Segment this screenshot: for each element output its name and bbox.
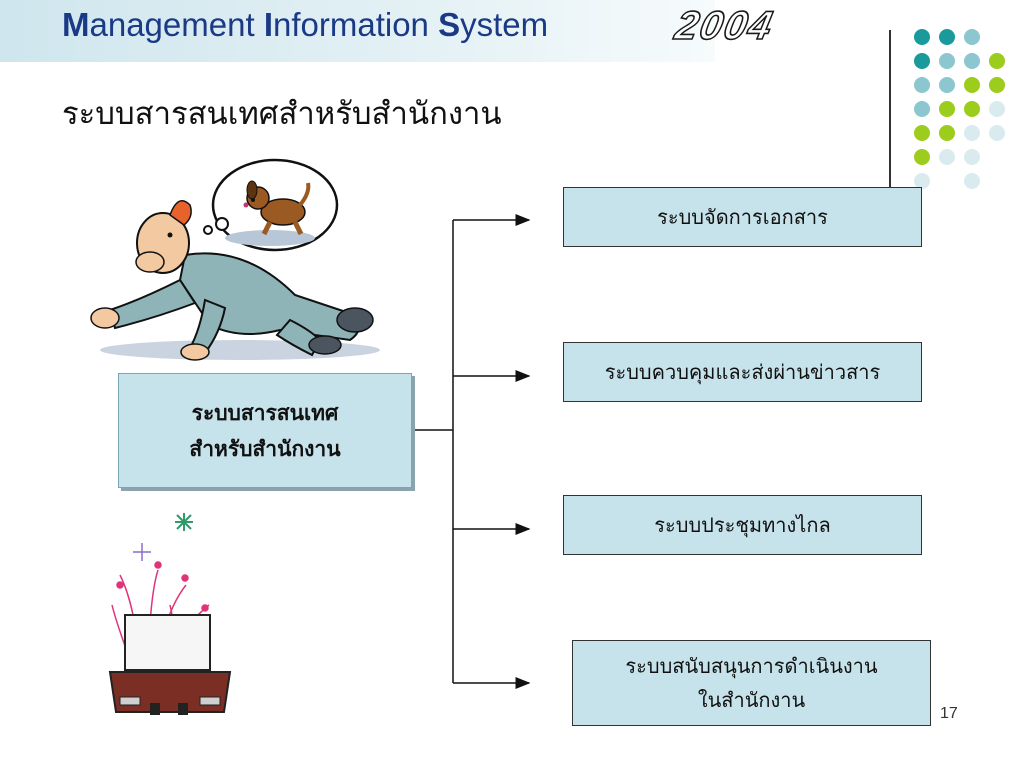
main-node-box: ระบบสารสนเทศ สำหรับสำนักงาน	[118, 373, 412, 488]
dot	[914, 77, 930, 93]
title-initial-m: M	[62, 6, 90, 43]
dot	[914, 53, 930, 69]
decorative-vertical-line	[889, 30, 891, 206]
header-band	[0, 0, 715, 62]
dot	[989, 125, 1005, 141]
dot	[939, 53, 955, 69]
sparkle-icon	[175, 513, 193, 531]
thought-dot-large	[215, 217, 229, 231]
dot	[964, 125, 980, 141]
briefcase-icon	[108, 614, 232, 715]
dot	[989, 53, 1005, 69]
dot	[914, 149, 930, 165]
dot	[989, 101, 1005, 117]
title-part-system: ystem	[460, 6, 549, 43]
thought-bubble-shadow	[225, 230, 315, 246]
thought-dot-small	[203, 225, 213, 235]
dot	[939, 77, 955, 93]
dot	[939, 29, 955, 45]
branch-node-2: ระบบควบคุมและส่งผ่านข่าวสาร	[563, 342, 922, 402]
dot	[939, 149, 955, 165]
page-number: 17	[940, 705, 958, 722]
branch-node-1-label: ระบบจัดการเอกสาร	[657, 205, 828, 229]
main-node-line-2: สำหรับสำนักงาน	[189, 435, 341, 461]
dot	[964, 53, 980, 69]
dot	[939, 125, 955, 141]
title-initial-s: S	[438, 6, 461, 43]
branch-node-2-label: ระบบควบคุมและส่งผ่านข่าวสาร	[604, 360, 881, 384]
sparkle-icon	[133, 543, 151, 561]
dot	[964, 101, 980, 117]
title-part-information: nformation	[272, 6, 439, 43]
dot	[964, 77, 980, 93]
branch-node-3-label: ระบบประชุมทางไกล	[654, 513, 831, 537]
branch-node-1: ระบบจัดการเอกสาร	[563, 187, 922, 247]
dot	[914, 173, 930, 189]
slide-title: ระบบสารสนเทศสำหรับสำนักงาน	[62, 96, 502, 132]
title-part-management: anagement	[89, 6, 264, 43]
man-icon	[90, 200, 380, 361]
main-node-line-1: ระบบสารสนเทศ	[191, 399, 339, 425]
branch-node-4-label-1: ระบบสนับสนุนการดำเนินงาน	[625, 654, 878, 678]
dot	[989, 77, 1005, 93]
dot	[939, 101, 955, 117]
title-initial-i: I	[263, 6, 273, 43]
branch-node-4-label-2: ในสำนักงาน	[697, 688, 806, 712]
dot	[914, 125, 930, 141]
header-title: Management Information System	[62, 6, 548, 44]
branch-node-3: ระบบประชุมทางไกล	[563, 495, 922, 555]
dot	[914, 101, 930, 117]
dot	[914, 29, 930, 45]
dot	[964, 149, 980, 165]
dot	[964, 173, 980, 189]
dog-icon	[243, 180, 311, 236]
dot	[964, 29, 980, 45]
branch-node-4: ระบบสนับสนุนการดำเนินงาน ในสำนักงาน	[572, 640, 931, 726]
